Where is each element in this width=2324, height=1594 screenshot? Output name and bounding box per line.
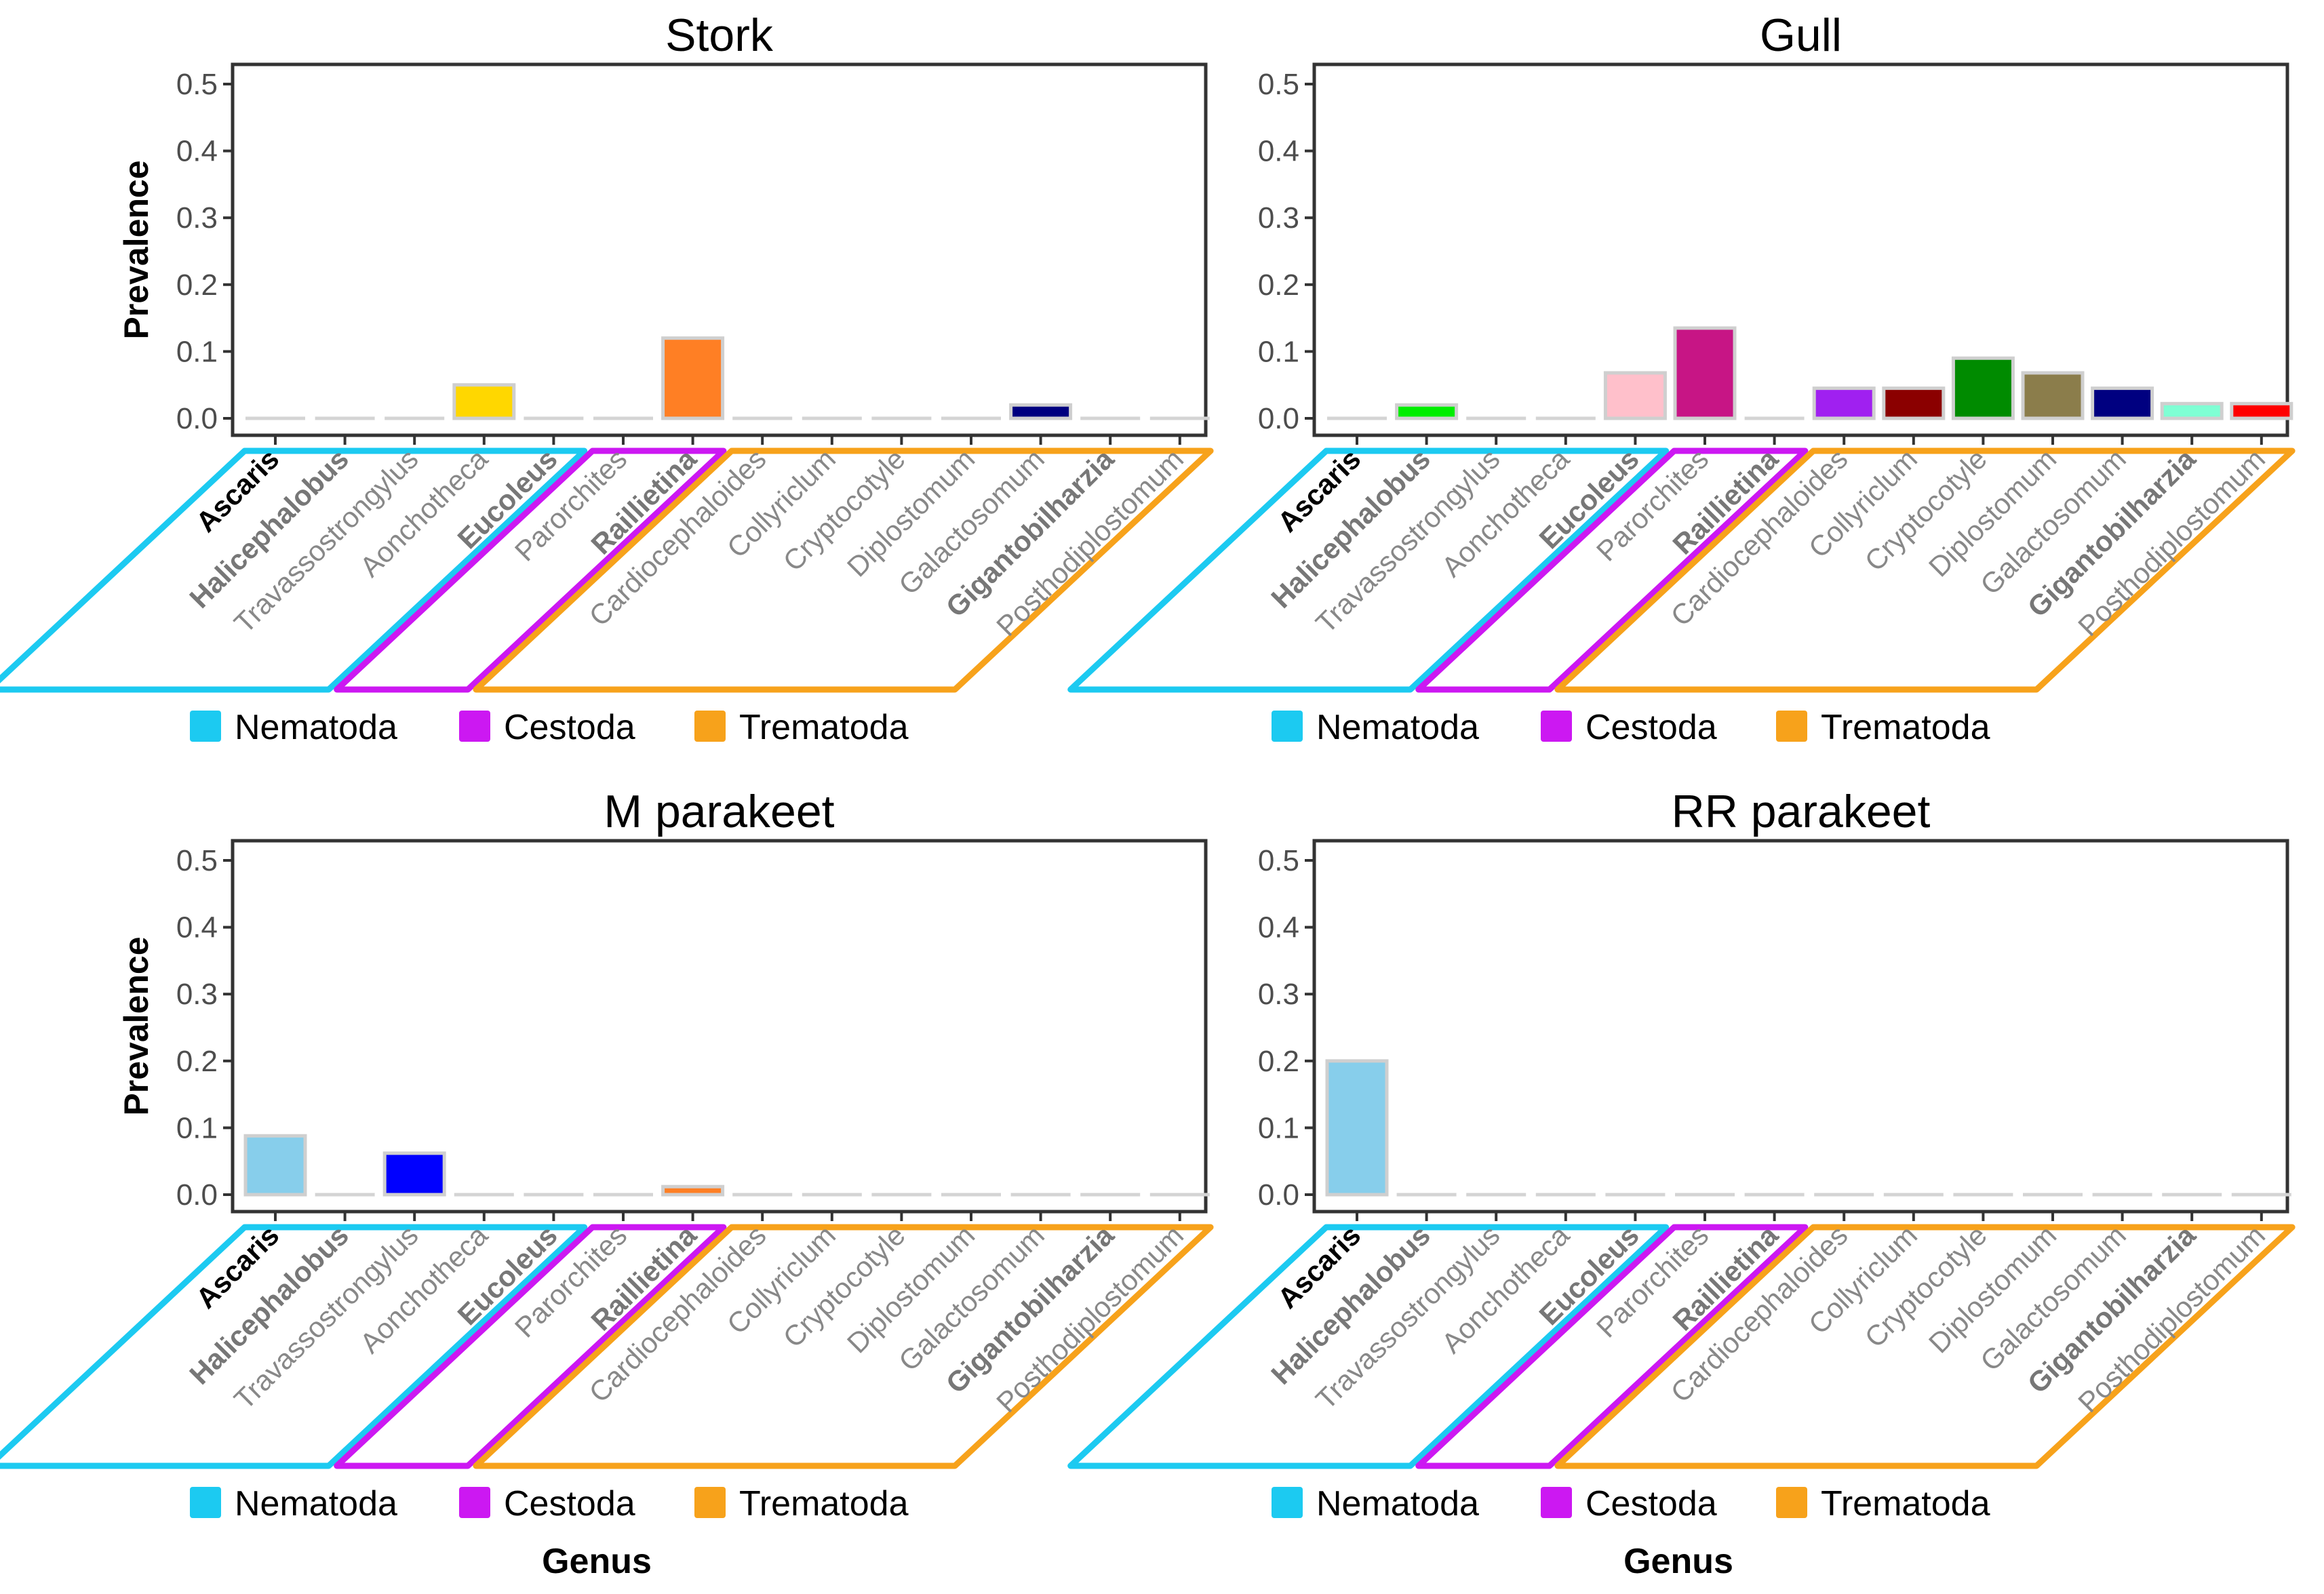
bar-travassostrongylus — [382, 1151, 446, 1197]
legend-swatch-nematoda — [1272, 1487, 1303, 1518]
legend-swatch-trematoda — [694, 1487, 726, 1518]
y-tick-label: 0.3 — [1258, 978, 1299, 1011]
chart-panel-2: Gull0.00.10.20.30.40.5AscarisHalicephalo… — [1067, 9, 2296, 747]
legend-label-trematoda: Trematoda — [739, 708, 909, 747]
y-tick-label: 0.4 — [176, 135, 218, 168]
y-tick-label: 0.0 — [1258, 402, 1299, 435]
y-tick-label: 0.1 — [1258, 335, 1299, 368]
bar-cardiocephaloides — [1812, 386, 1876, 420]
legend-label-cestoda: Cestoda — [1586, 708, 1717, 747]
chart-title: M parakeet — [604, 786, 834, 837]
group-outline-nematoda — [1067, 447, 1670, 693]
chart-title: Stork — [665, 9, 774, 61]
group-outline-nematoda — [0, 447, 588, 693]
legend-swatch-cestoda — [459, 1487, 490, 1518]
bar-raillietina — [661, 1184, 725, 1197]
legend-label-nematoda: Nematoda — [1316, 708, 1479, 747]
legend-swatch-nematoda — [190, 711, 221, 742]
y-tick-label: 0.1 — [176, 1111, 218, 1144]
group-outline-cestoda — [1415, 1224, 1809, 1469]
y-tick-label: 0.2 — [1258, 268, 1299, 302]
legend-swatch-cestoda — [1541, 711, 1572, 742]
y-tick-label: 0.0 — [176, 402, 218, 435]
bar-halicephalobus — [1395, 403, 1459, 420]
y-tick-label: 0.0 — [176, 1178, 218, 1212]
plot-area — [1312, 62, 2289, 437]
chart-panel-4: RR parakeet0.00.10.20.30.40.5AscarisHali… — [1067, 786, 2296, 1581]
y-tick-label: 0.0 — [1258, 1178, 1299, 1212]
legend-label-nematoda: Nematoda — [235, 1484, 397, 1523]
bar-aonchotheca — [452, 383, 516, 420]
group-outline-cestoda — [1415, 447, 1809, 693]
bar-cryptocotyle — [1951, 356, 2015, 420]
group-outline-trematoda — [473, 447, 1214, 693]
y-tick-label: 0.4 — [1258, 135, 1299, 168]
legend-label-trematoda: Trematoda — [739, 1484, 909, 1523]
y-tick-label: 0.2 — [1258, 1045, 1299, 1078]
group-outline-trematoda — [473, 1224, 1214, 1469]
chart-title: RR parakeet — [1672, 786, 1931, 837]
legend-swatch-cestoda — [1541, 1487, 1572, 1518]
y-tick-label: 0.5 — [176, 68, 218, 101]
legend-swatch-trematoda — [694, 711, 726, 742]
bar-gigantobilharzia — [2160, 401, 2224, 420]
group-outline-trematoda — [1554, 447, 2296, 693]
group-outline-cestoda — [334, 1224, 727, 1469]
y-tick-label: 0.5 — [1258, 68, 1299, 101]
legend-label-cestoda: Cestoda — [504, 708, 635, 747]
legend-label-nematoda: Nematoda — [235, 708, 397, 747]
y-tick-label: 0.2 — [176, 1045, 218, 1078]
bar-posthodiplostomum — [2230, 401, 2293, 420]
group-outline-nematoda — [1067, 1224, 1670, 1469]
y-tick-label: 0.5 — [1258, 844, 1299, 877]
y-tick-label: 0.3 — [176, 201, 218, 235]
legend-swatch-nematoda — [190, 1487, 221, 1518]
legend-swatch-nematoda — [1272, 711, 1303, 742]
bar-raillietina — [661, 336, 725, 420]
bar-galactosomum — [1009, 403, 1073, 420]
legend-label-cestoda: Cestoda — [1586, 1484, 1717, 1523]
chart-title: Gull — [1760, 9, 1842, 61]
chart-panel-1: Stork0.00.10.20.30.40.5PrevalenceAscaris… — [0, 9, 1214, 747]
legend-swatch-trematoda — [1776, 711, 1807, 742]
bar-parorchites — [1673, 326, 1737, 420]
legend-label-trematoda: Trematoda — [1821, 1484, 1990, 1523]
legend-swatch-trematoda — [1776, 1487, 1807, 1518]
legend-label-cestoda: Cestoda — [504, 1484, 635, 1523]
y-tick-label: 0.3 — [1258, 201, 1299, 235]
plot-area — [231, 839, 1208, 1214]
group-outline-nematoda — [0, 1224, 588, 1469]
y-tick-label: 0.3 — [176, 978, 218, 1011]
chart-panel-3: M parakeet0.00.10.20.30.40.5PrevalenceAs… — [0, 786, 1214, 1581]
y-tick-label: 0.4 — [176, 911, 218, 944]
y-tick-label: 0.4 — [1258, 911, 1299, 944]
bar-eucoleus — [1603, 371, 1667, 420]
legend-label-nematoda: Nematoda — [1316, 1484, 1479, 1523]
group-outline-trematoda — [1554, 1224, 2296, 1469]
y-tick-label: 0.5 — [176, 844, 218, 877]
y-axis-label: Prevalence — [117, 936, 155, 1115]
x-axis-label: Genus — [1623, 1542, 1733, 1581]
bar-ascaris — [243, 1134, 307, 1197]
bar-collyriclum — [1882, 386, 1946, 420]
bar-diplostomum — [2021, 371, 2085, 420]
legend-label-trematoda: Trematoda — [1821, 708, 1990, 747]
legend-swatch-cestoda — [459, 711, 490, 742]
y-tick-label: 0.1 — [1258, 1111, 1299, 1144]
y-tick-label: 0.1 — [176, 335, 218, 368]
group-outline-cestoda — [334, 447, 727, 693]
x-axis-label: Genus — [542, 1542, 652, 1581]
plot-area — [1312, 839, 2289, 1214]
bar-galactosomum — [2091, 386, 2154, 420]
y-tick-label: 0.2 — [176, 268, 218, 302]
y-axis-label: Prevalence — [117, 160, 155, 339]
bar-ascaris — [1325, 1059, 1389, 1197]
